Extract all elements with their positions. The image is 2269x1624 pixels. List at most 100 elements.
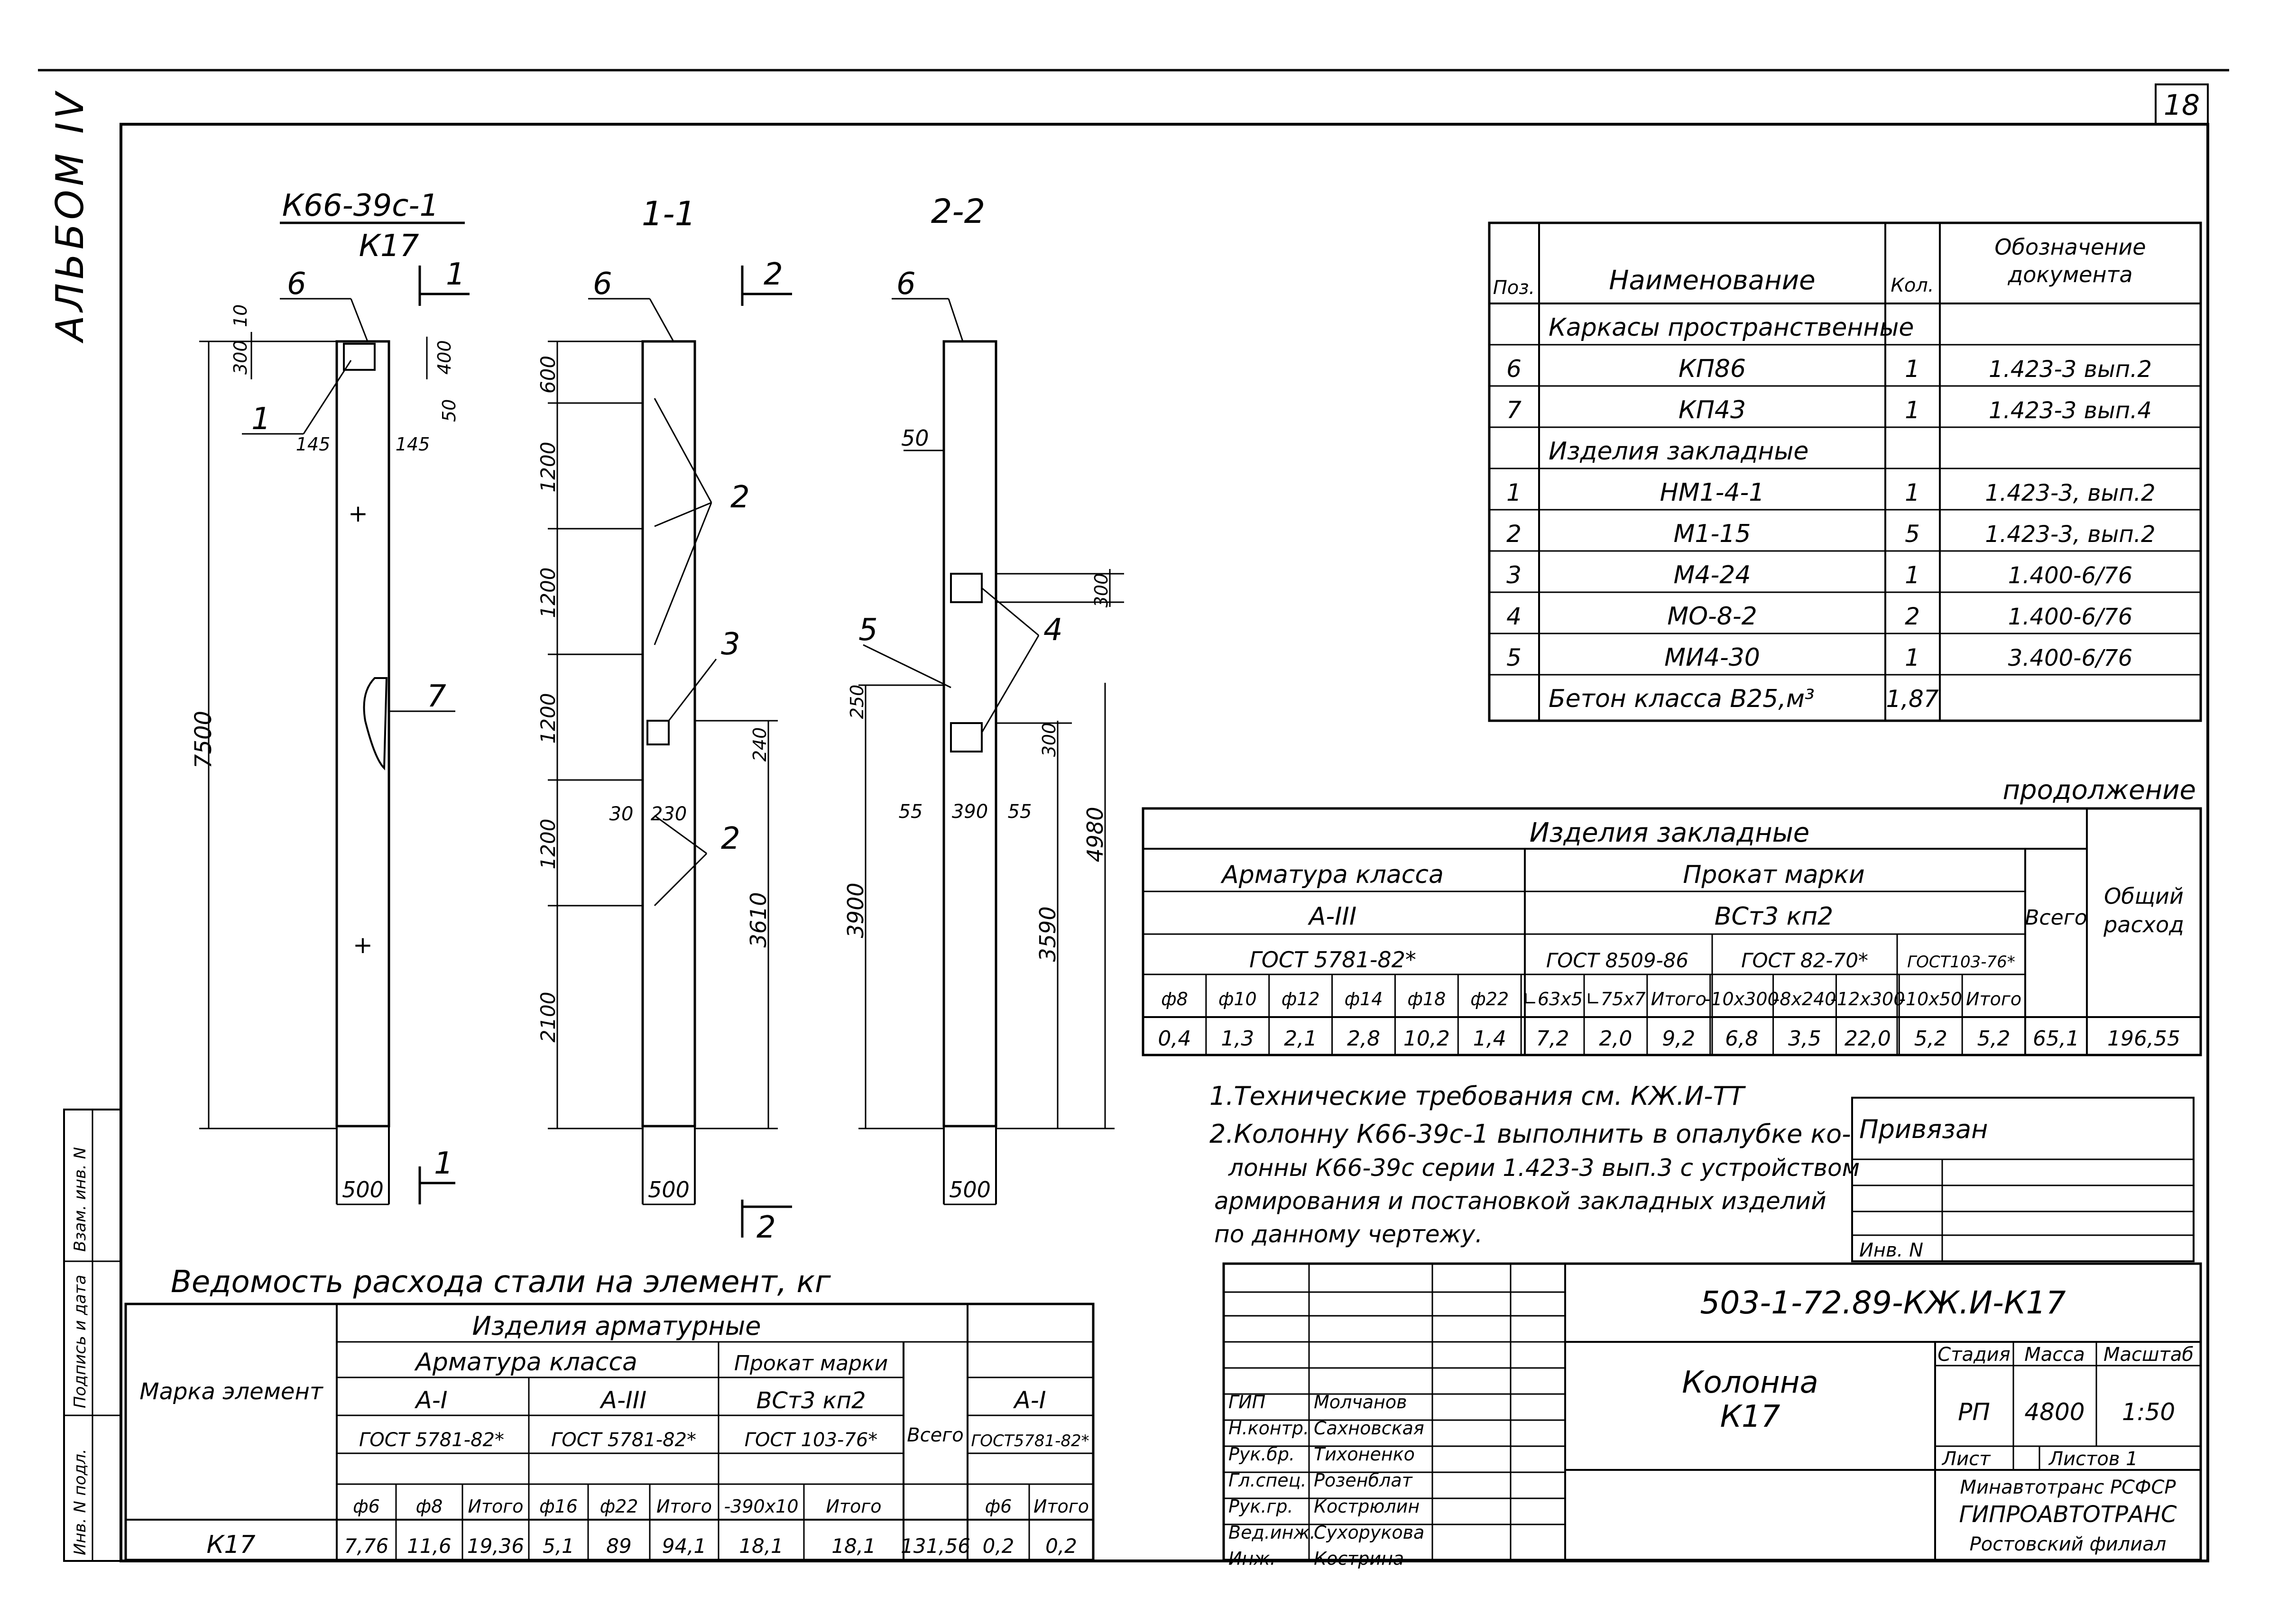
steel-extra-class: А-I	[1013, 1386, 1046, 1414]
s1-dim-230: 230	[651, 803, 687, 825]
cont-col-header: -8х240	[1773, 989, 1836, 1009]
left-stamp-strip: Инв. N подл. Подпись и дата Взам. инв. N	[63, 1109, 122, 1562]
spec-cell-qty: 1,87	[1886, 685, 1939, 713]
spec-cell-pos: 6	[1506, 355, 1522, 383]
steel-col-header: ф22	[600, 1496, 638, 1517]
embedded-plate-1	[343, 343, 376, 371]
s2-dim-250: 250	[847, 685, 867, 719]
title-mass-label: Масса	[2024, 1344, 2085, 1366]
plate-4-lower	[950, 722, 983, 752]
section-mark-1-top: 1	[446, 257, 465, 292]
s2-dim-390: 390	[952, 801, 988, 823]
dim-10: 10	[230, 304, 251, 327]
steel-group: Изделия арматурные	[472, 1311, 761, 1341]
steel-cell-value: 94,1	[662, 1534, 707, 1558]
s2-bottom-width: 500	[949, 1177, 991, 1202]
cont-cell-value: 6,8	[1725, 1027, 1758, 1051]
s1-dim-30: 30	[609, 803, 634, 825]
steel-cell-value: 0,2	[983, 1534, 1015, 1558]
mark-plus-2: +	[353, 931, 373, 959]
page-number: 18	[2164, 89, 2200, 122]
dim-145-right: 145	[396, 434, 430, 455]
cont-gost-2: ГОСТ 82-70*	[1741, 949, 1868, 972]
binding-box: Привязан Инв. N	[1851, 1097, 2195, 1262]
title-sheet-label: Лист	[1941, 1448, 1991, 1470]
s1-dim-240: 240	[749, 727, 770, 762]
plate-3	[646, 720, 670, 745]
s1-dim-2100: 2100	[536, 992, 560, 1043]
signature-name: Розенблат	[1314, 1470, 1413, 1491]
spec-cell-name: М1-15	[1674, 520, 1751, 548]
album-label: АЛЬБОМ IV	[48, 89, 92, 344]
s1-dim-1200-b: 1200	[536, 568, 560, 618]
cont-col-header: -10х300	[1705, 989, 1779, 1009]
steel-cell-value: 89	[606, 1534, 631, 1558]
cont-overall-header: Общий расход	[2103, 883, 2184, 937]
main-view-subtitle: К17	[359, 229, 419, 264]
title-name-box: Колонна К17	[1682, 1366, 1818, 1434]
note-2-line-3: армирования и постановкой закладных изде…	[1214, 1187, 1826, 1215]
s2-dim-300-upper: 300	[1091, 573, 1112, 608]
steel-col-header: Итого	[1033, 1496, 1089, 1517]
spec-cell-name: Изделия закладные	[1549, 437, 1808, 466]
steel-cell-value: 7,76	[344, 1534, 389, 1558]
spec-cell-name: М4-24	[1674, 561, 1751, 589]
cont-col-header: ф14	[1345, 989, 1383, 1009]
spec-cell-qty: 2	[1905, 603, 1920, 630]
cont-sub-b: Прокат марки	[1683, 861, 1864, 889]
s1-bottom-width: 500	[648, 1177, 690, 1202]
signature-name: Кострюлин	[1314, 1496, 1420, 1517]
spec-cell-doc: 1.423-3 вып.4	[1989, 397, 2152, 424]
strip-sign-label: Подпись и дата	[71, 1275, 90, 1408]
cont-cell-value: 2,0	[1599, 1027, 1632, 1051]
spec-table: Поз. Наименование Кол. Обозначение докум…	[1488, 221, 2202, 722]
main-bottom-width: 500	[342, 1177, 384, 1202]
steel-cell-value: 18,1	[831, 1534, 876, 1558]
column-outline	[335, 340, 390, 1128]
spec-cell-doc: 1.423-3 вып.2	[1989, 356, 2152, 383]
cage-7-hatch	[363, 677, 388, 771]
spec-cell-qty: 1	[1905, 561, 1920, 589]
steel-mark-header: Марка элемент	[139, 1378, 323, 1405]
spec-cell-pos: 3	[1506, 561, 1522, 589]
title-org-2: ГИПРОАВТОТРАНС	[1959, 1501, 2177, 1528]
signature-role: Вед.инж.	[1228, 1522, 1316, 1543]
spec-cell-pos: 5	[1506, 644, 1522, 671]
steel-arm-class: Арматура класса	[414, 1348, 637, 1376]
cont-cell-value: 5,2	[1914, 1027, 1947, 1051]
title-block: 503-1-72.89-КЖ.И-К17 Колонна К17 Стадия …	[1222, 1262, 2202, 1569]
steel-extra-gost: ГОСТ5781-82*	[971, 1431, 1089, 1450]
spec-header-qty: Кол.	[1891, 275, 1934, 296]
note-2-line-1: 2.Колонну К66-39с-1 выполнить в опалубке…	[1209, 1119, 1851, 1149]
steel-col-header: Итого	[468, 1496, 523, 1517]
title-sheets-label: Листов 1	[2048, 1448, 2138, 1470]
main-height-dim: 7500	[190, 711, 217, 769]
cont-col-header: -12х300	[1830, 989, 1905, 1009]
title-mass: 4800	[2024, 1398, 2085, 1426]
cont-col-header: Итого	[1966, 989, 2021, 1009]
title-org-3: Ростовский филиал	[1970, 1533, 2167, 1555]
title-org-1: Минавтотранс РСФСР	[1960, 1477, 2176, 1498]
steel-col-header: Итого	[656, 1496, 712, 1517]
spec-cell-pos: 1	[1506, 479, 1522, 506]
cont-col-header: ∟63х5	[1522, 989, 1583, 1009]
cont-cell-value: 10,2	[1403, 1027, 1450, 1051]
callout-2-s1-top: 2	[730, 480, 750, 515]
steel-a1: А-I	[415, 1386, 448, 1414]
main-view-title: К66-39с-1	[282, 188, 439, 223]
binding-inv: Инв. N	[1859, 1239, 1923, 1261]
cont-group-header: Изделия закладные	[1530, 817, 1810, 848]
steel-mark-box: Марка элемент	[139, 1378, 323, 1405]
spec-cell-doc: 3.400-6/76	[2008, 645, 2133, 671]
cont-col-header: Итого	[1651, 989, 1706, 1009]
title-scale: 1:50	[2122, 1398, 2175, 1426]
spec-cell-pos: 7	[1506, 396, 1522, 424]
section-mark-2-top: 2	[764, 257, 783, 292]
signature-role: Инж.	[1228, 1548, 1276, 1569]
s1-dim-1200-d: 1200	[536, 819, 560, 870]
spec-cell-doc: 1.400-6/76	[2008, 562, 2133, 589]
callout-6-s1: 6	[593, 266, 612, 302]
section-1-1: 1-1 2 3 6 2 2 600 1200 1200 1200 1200 21…	[536, 194, 792, 1245]
cont-total-header: Всего	[2025, 906, 2087, 930]
